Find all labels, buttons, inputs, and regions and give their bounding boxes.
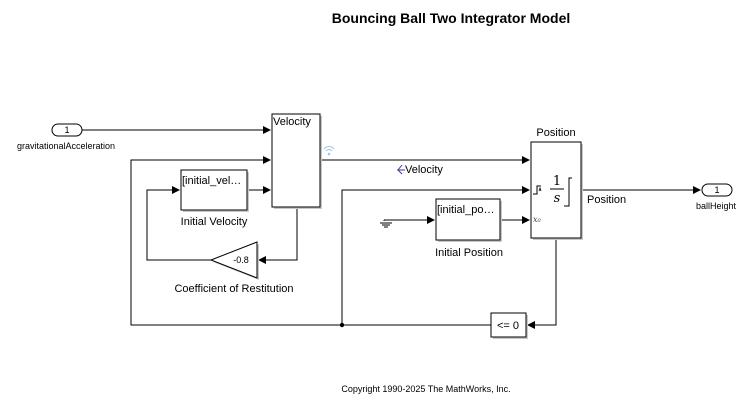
- initial-position-name: Initial Position: [435, 247, 503, 259]
- initial-velocity-text: [initial_vel…: [182, 175, 241, 187]
- gain-value: -0.8: [233, 255, 249, 265]
- compare-text: <= 0: [497, 320, 519, 332]
- position-signal-label[interactable]: Position: [587, 194, 626, 206]
- inport-gravitational-acceleration[interactable]: 1: [51, 123, 83, 137]
- outport-name: ballHeight: [696, 201, 737, 211]
- wire-reset-to-velocity[interactable]: [130, 156, 342, 326]
- reset-trigger-icon: [533, 185, 541, 195]
- position-block-name: Position: [536, 127, 575, 139]
- outport-number: 1: [714, 185, 719, 195]
- limit-bracket-icon: [564, 177, 572, 207]
- wire-reset-to-position[interactable]: [341, 186, 530, 325]
- wire-gain-to-initvel[interactable]: [146, 186, 211, 261]
- wire-velocity-to-gain[interactable]: [258, 207, 298, 264]
- initial-position-text: [initial_po…: [437, 204, 494, 216]
- gain-block[interactable]: -0.8: [209, 241, 259, 280]
- initial-position-block[interactable]: [initial_po…: [435, 198, 502, 242]
- ground-icon: [380, 219, 400, 228]
- signal-logging-icon[interactable]: [323, 146, 335, 156]
- velocity-block-label: Velocity: [273, 116, 311, 128]
- velocity-integrator-block[interactable]: Velocity: [271, 113, 322, 209]
- initial-velocity-name: Initial Velocity: [181, 216, 248, 228]
- tf-denominator: s: [554, 191, 561, 206]
- velocity-signal-label[interactable]: Velocity: [397, 164, 443, 176]
- diagram-title: Bouncing Ball Two Integrator Model: [332, 10, 571, 26]
- gain-name: Coefficient of Restitution: [174, 283, 293, 295]
- compare-to-zero-block[interactable]: <= 0: [490, 312, 528, 339]
- position-integrator-block[interactable]: 1 s x₀: [530, 141, 583, 240]
- inport-number: 1: [64, 125, 69, 135]
- velocity-signal-text: Velocity: [405, 164, 443, 176]
- inport-name: gravitationalAcceleration: [17, 141, 115, 151]
- tf-numerator: 1: [553, 174, 561, 189]
- ic-port-label: x₀: [533, 215, 542, 224]
- copyright-text: Copyright 1990-2025 The MathWorks, Inc.: [341, 384, 510, 394]
- initial-velocity-block[interactable]: [initial_vel…: [180, 169, 249, 212]
- wire-position-to-compare[interactable]: [527, 238, 557, 329]
- branch-junction: [339, 322, 345, 328]
- outport-ball-height[interactable]: 1: [701, 183, 733, 197]
